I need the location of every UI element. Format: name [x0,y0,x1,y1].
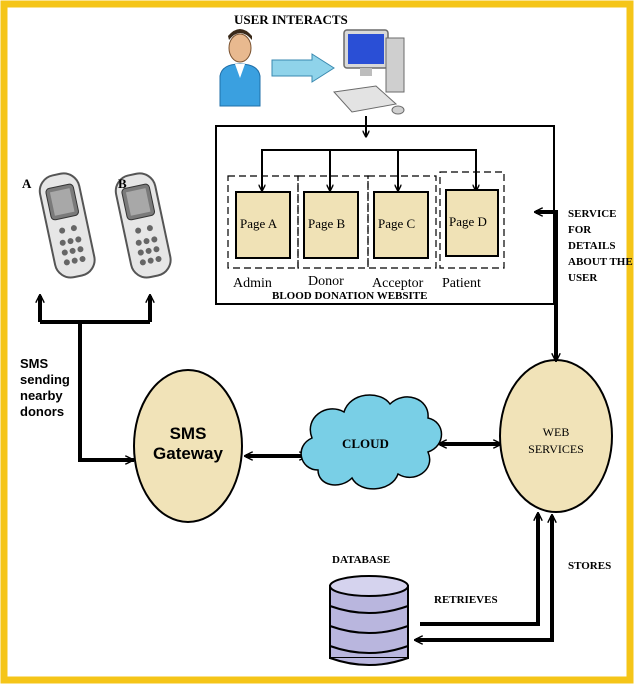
cloud-node [300,394,443,490]
page-a-box [235,191,291,259]
page-b-container [297,175,369,269]
computer-icon [333,29,405,115]
stores-label: STORES [568,560,612,572]
website-title: BLOOD DONATION WEBSITE [272,290,428,302]
database-icon [329,575,409,666]
user-interacts-label: USER INTERACTS [234,12,348,27]
interaction-arrow [271,53,335,83]
phone-a-label: A [22,176,32,191]
sms-gateway-label: SMS Gateway [153,424,223,463]
page-d-box [445,189,499,257]
page-d-container [439,171,505,269]
role-acceptor-label: Acceptor [372,276,424,291]
page-b-label: Page B [308,216,346,231]
page-d-label: Page D [449,214,487,229]
page-a-label: Page A [240,216,278,231]
page-c-container [367,175,437,269]
phone-b-label: B [118,176,127,191]
user-icon [219,29,261,107]
sms-gateway-node [133,369,243,523]
page-b-box [303,191,359,259]
retrieves-link [420,520,540,626]
role-patient-label: Patient [442,276,481,291]
retrieves-label: RETRIEVES [434,594,498,606]
sms-sending-label: SMS sending nearby donors [20,356,70,419]
phone-a-icon [38,172,96,279]
cloud-label: CLOUD [342,436,389,451]
page-c-label: Page C [378,216,416,231]
page-c-box [373,191,429,259]
database-label: DATABASE [332,554,391,566]
role-donor-label: Donor [308,274,344,289]
phone-b-icon [114,172,172,279]
web-services-label: WEB SERVICES [528,425,584,456]
role-admin-label: Admin [233,276,272,291]
stores-link [424,524,554,642]
service-label: SERVICE FOR DETAILS ABOUT THE USER [568,208,633,284]
